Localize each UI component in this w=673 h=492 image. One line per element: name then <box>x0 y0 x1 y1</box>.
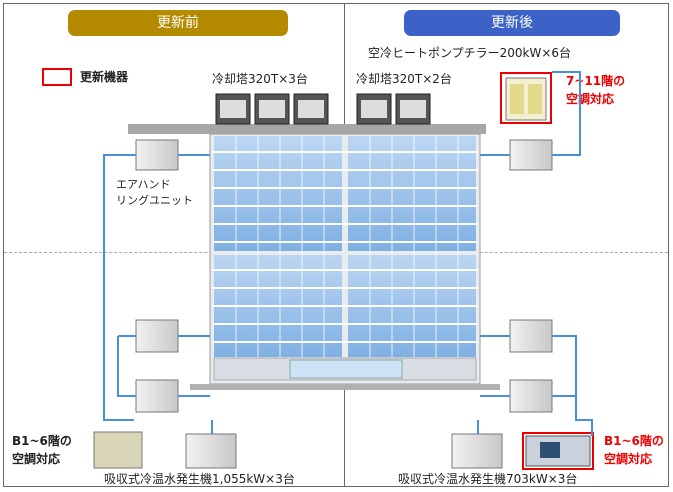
upper-floors <box>214 136 476 251</box>
ahu-label-line2: リングユニット <box>116 194 193 207</box>
air-handling-units <box>135 139 553 413</box>
heat-pump-highlight <box>500 72 552 124</box>
pipes <box>103 71 593 436</box>
cooling-tower-before-label: 冷却塔320T×3台 <box>212 72 308 86</box>
absorption-after-label: 吸収式冷温水発生機703kW×3台 <box>398 472 578 486</box>
roof-slab <box>128 124 486 134</box>
floor-lines <box>212 151 478 343</box>
new-absorption-highlight <box>522 432 594 470</box>
b1-6-left-label-line1: B1~6階の <box>12 434 72 448</box>
cooling-towers-before <box>215 93 329 125</box>
mullions <box>235 136 459 357</box>
b1-6-right-label-line2: 空調対応 <box>604 452 653 466</box>
header-before: 更新前 <box>68 10 288 36</box>
header-after: 更新後 <box>404 10 620 36</box>
cooling-tower-after-label: 冷却塔320T×2台 <box>356 72 452 86</box>
heat-pump-chiller <box>505 77 547 121</box>
diagram-frame <box>3 3 669 487</box>
heat-pump-chiller-label: 空冷ヒートポンプチラー200kW×6台 <box>368 46 572 60</box>
ahu-label-line1: エアハンド <box>116 178 171 191</box>
b1-6-left-label-line2: 空調対応 <box>12 452 61 466</box>
cooling-towers-after <box>356 93 431 125</box>
b1-6-right-label-line1: B1~6階の <box>604 434 664 448</box>
legend-label: 更新機器 <box>80 70 129 84</box>
floors-7-11-label-line2: 空調対応 <box>566 92 615 106</box>
absorption-before-label: 吸収式冷温水発生機1,055kW×3台 <box>104 472 295 486</box>
legend-swatch <box>42 68 72 86</box>
absorption-chillers <box>93 431 591 469</box>
